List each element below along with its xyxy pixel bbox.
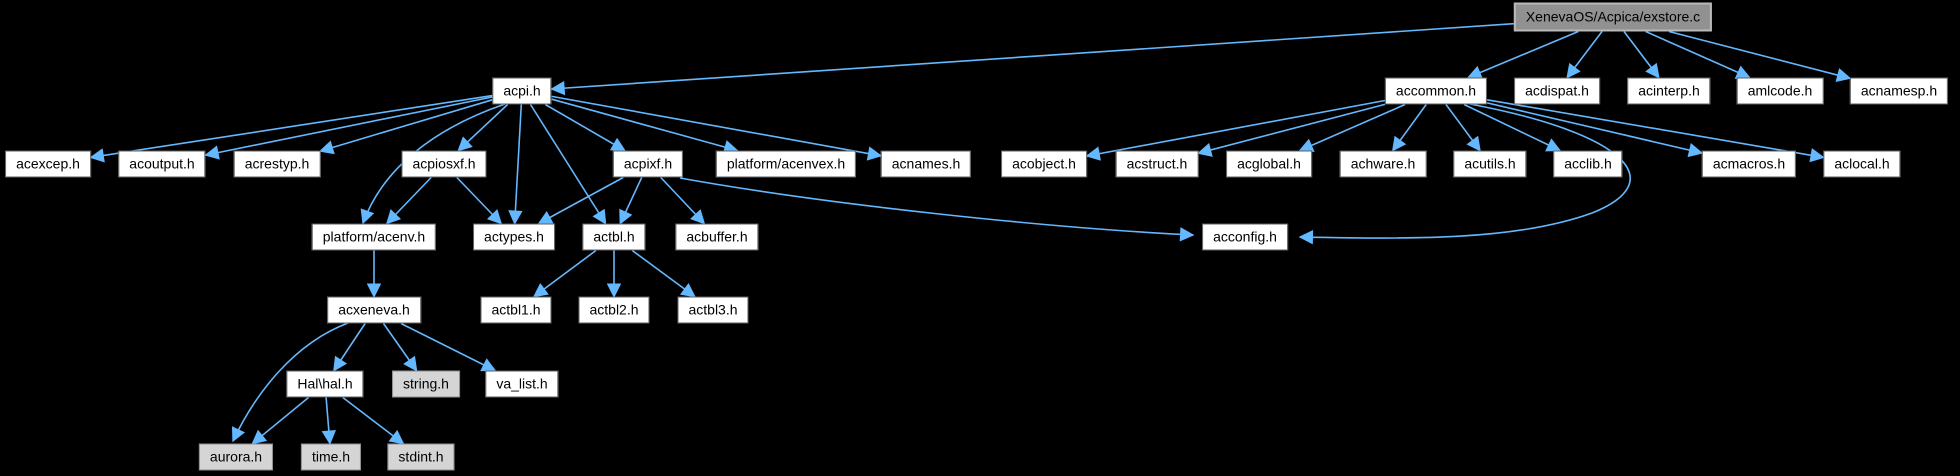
include-edge-exstore-accommon	[1466, 30, 1579, 80]
include-edge-acpi-actbl	[529, 104, 607, 225]
graph-node-actbl2[interactable]: actbl2.h	[578, 296, 650, 324]
graph-node-acmacros[interactable]: acmacros.h	[1701, 150, 1797, 178]
include-edge-accommon-acmacros	[1486, 102, 1704, 158]
include-edge-actbl-actbl1	[532, 249, 597, 298]
include-edge-acpixf-acbuffer	[660, 176, 706, 225]
include-edge-acpixf-actbl	[619, 177, 643, 225]
include-edge-halhal-aurora	[251, 396, 310, 445]
graph-node-acenvex[interactable]: platform/acenvex.h	[715, 150, 857, 178]
graph-node-actbl3[interactable]: actbl3.h	[677, 296, 749, 324]
graph-node-acnamesp[interactable]: acnamesp.h	[1849, 77, 1949, 105]
include-edge-acpixf-acconfig	[679, 177, 1195, 242]
graph-node-achware[interactable]: achware.h	[1339, 150, 1427, 178]
include-edge-halhal-stdinth	[342, 396, 405, 445]
include-edge-exstore-acinterp	[1623, 31, 1660, 79]
include-edge-acxeneva-valist	[400, 322, 497, 372]
graph-node-acconfig[interactable]: acconfig.h	[1202, 223, 1288, 251]
graph-node-acpiosxf[interactable]: acpiosxf.h	[401, 150, 487, 178]
include-edge-accommon-acclib	[1463, 103, 1562, 152]
include-edge-acpi-acexcep	[89, 94, 493, 163]
graph-node-acenv[interactable]: platform/acenv.h	[311, 223, 437, 251]
graph-node-acoutput[interactable]: acoutput.h	[118, 150, 206, 178]
graph-node-valist[interactable]: va_list.h	[485, 370, 559, 398]
include-edge-accommon-acutils	[1445, 104, 1481, 152]
include-edge-exstore-acpi	[550, 22, 1514, 96]
graph-node-acpixf[interactable]: acpixf.h	[612, 150, 684, 178]
include-edge-accommon-acstruct	[1197, 103, 1386, 157]
graph-node-acdispat[interactable]: acdispat.h	[1514, 77, 1600, 105]
include-edge-acpiosxf-actypes	[456, 176, 503, 225]
include-edge-acxeneva-stringh	[382, 323, 418, 372]
graph-node-accommon[interactable]: accommon.h	[1384, 77, 1488, 105]
graph-node-acobject[interactable]: acobject.h	[1001, 150, 1087, 178]
graph-node-acnames[interactable]: acnames.h	[880, 150, 972, 178]
graph-node-acglobal[interactable]: acglobal.h	[1226, 150, 1312, 178]
include-edge-accommon-achware	[1391, 104, 1427, 152]
graph-node-stringh[interactable]: string.h	[392, 370, 460, 398]
graph-node-acpi[interactable]: acpi.h	[492, 77, 552, 105]
include-edge-accommon-acconfig	[1298, 103, 1631, 245]
include-edge-acpi-acenvex	[551, 98, 739, 154]
graph-node-acrestyp[interactable]: acrestyp.h	[233, 150, 321, 178]
graph-node-aclocal[interactable]: aclocal.h	[1823, 150, 1901, 178]
include-edge-acpi-acoutput	[204, 96, 493, 160]
graph-node-halhal[interactable]: Hal\hal.h	[286, 370, 364, 398]
include-edge-exstore-acdispat	[1566, 31, 1603, 79]
include-edge-accommon-acglobal	[1298, 103, 1406, 152]
graph-node-acexcep[interactable]: acexcep.h	[5, 150, 91, 178]
graph-node-stdinth[interactable]: stdint.h	[387, 443, 455, 471]
include-edge-acpiosxf-acenv	[385, 176, 432, 225]
include-edge-acpi-actypes	[508, 104, 523, 225]
graph-node-timeh[interactable]: time.h	[300, 443, 362, 471]
graph-node-acclib[interactable]: acclib.h	[1553, 150, 1623, 178]
graph-node-amlcode[interactable]: amlcode.h	[1736, 77, 1824, 105]
include-edge-exstore-acnamesp	[1668, 30, 1852, 83]
include-edge-acpi-acpiosxf	[457, 103, 509, 152]
graph-node-actypes[interactable]: actypes.h	[473, 223, 555, 251]
include-edge-acpixf-actypes	[537, 176, 624, 225]
include-edge-acpi-acnames	[551, 95, 883, 161]
include-edge-acpi-acpixf	[544, 103, 626, 152]
include-edge-accommon-acobject	[1085, 99, 1386, 161]
include-edge-acpi-acrestyp	[318, 99, 493, 155]
graph-node-acutils[interactable]: acutils.h	[1453, 150, 1527, 178]
include-edge-acxeneva-halhal	[333, 323, 366, 372]
graph-node-acxeneva[interactable]: acxeneva.h	[327, 296, 421, 324]
graph-node-actbl1[interactable]: actbl1.h	[480, 296, 552, 324]
graph-node-acinterp[interactable]: acinterp.h	[1627, 77, 1711, 105]
graph-node-actbl[interactable]: actbl.h	[582, 223, 646, 251]
include-edge-exstore-amlcode	[1645, 30, 1751, 79]
include-edge-halhal-timeh	[321, 397, 337, 445]
graph-node-acbuffer[interactable]: acbuffer.h	[675, 223, 759, 251]
graph-node-aurora[interactable]: aurora.h	[198, 443, 274, 471]
include-edge-accommon-aclocal	[1486, 99, 1825, 163]
include-edge-actbl-actbl3	[631, 249, 696, 298]
graph-node-exstore[interactable]: XenevaOS/Acpica/exstore.c	[1513, 2, 1713, 32]
graph-node-acstruct[interactable]: acstruct.h	[1115, 150, 1199, 178]
include-edge-acxeneva-aurora	[231, 322, 349, 443]
